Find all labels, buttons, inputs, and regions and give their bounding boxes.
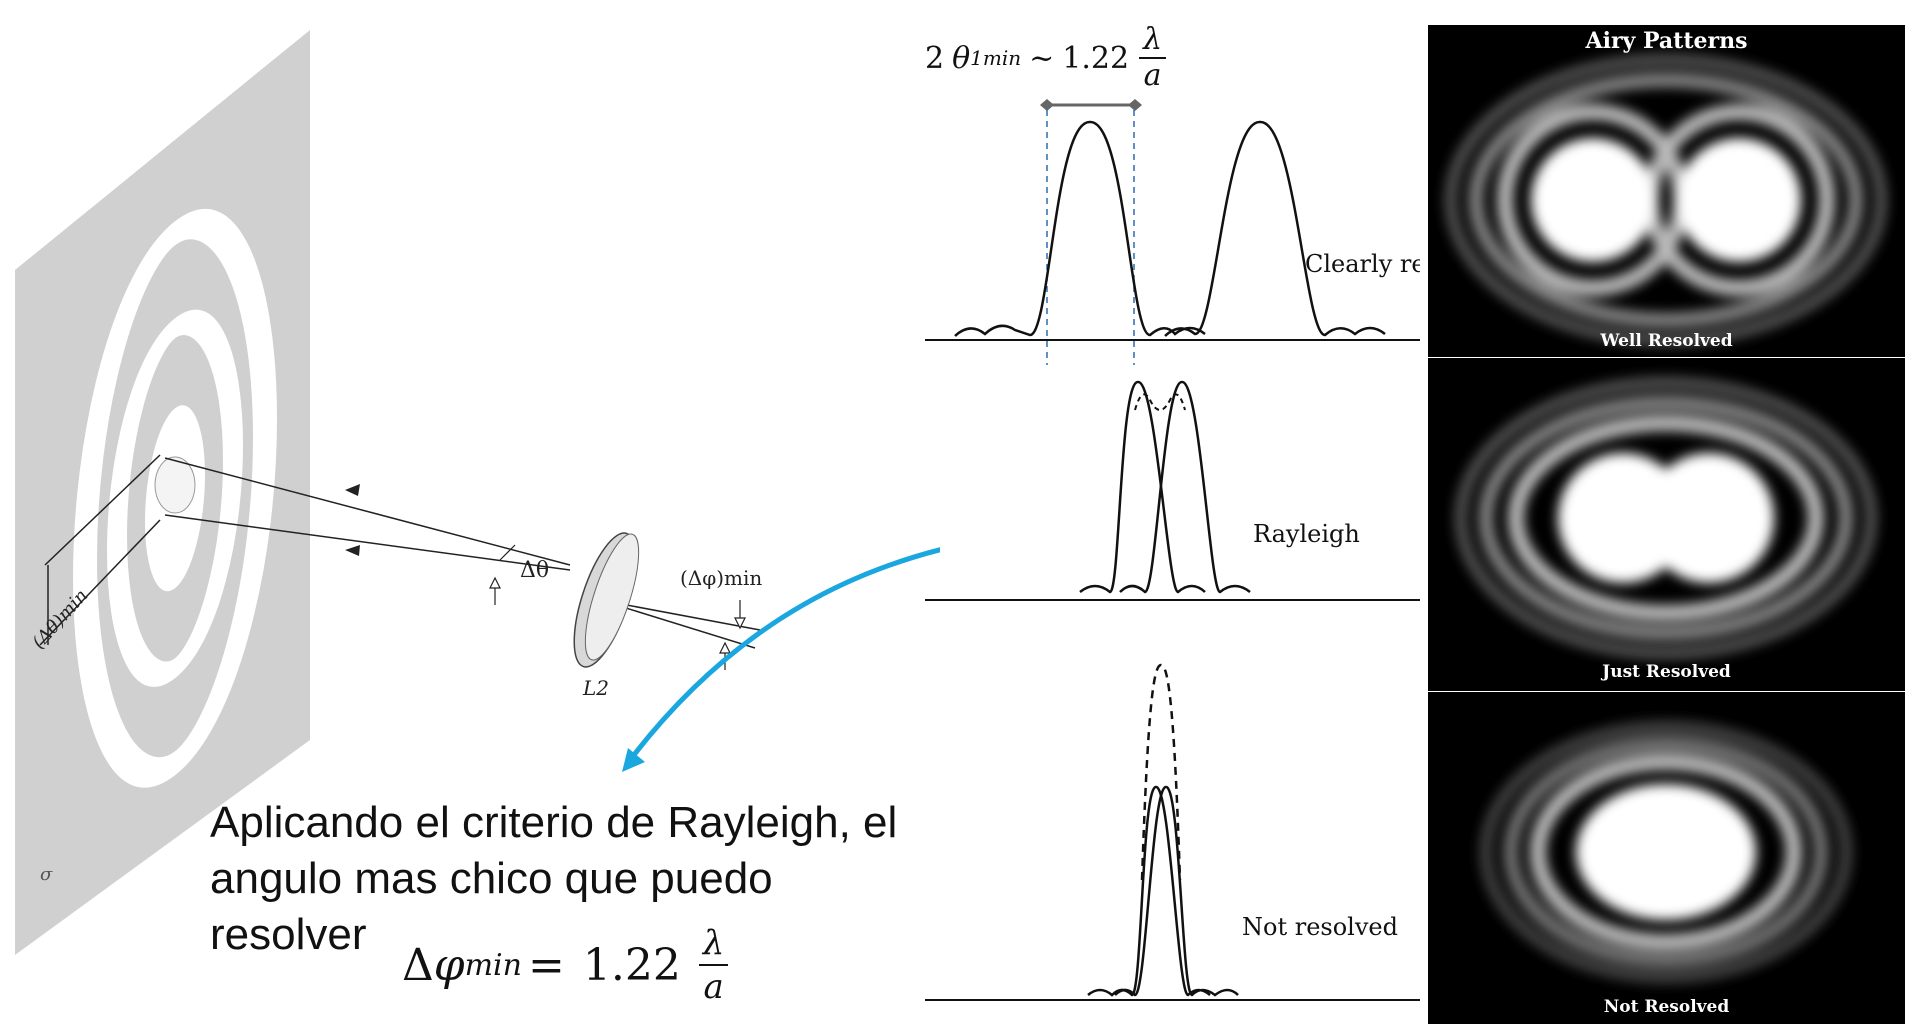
- ray-arrowhead-bottom: [345, 545, 360, 556]
- profile-2-peak-a: [1079, 380, 1206, 594]
- width-indicator: [1040, 99, 1142, 111]
- delta-theta-label: Δθ: [520, 558, 549, 583]
- airy-image-just-resolved: [1455, 377, 1877, 659]
- profile-3-peak-a: [1087, 785, 1211, 997]
- caption-formula-num: λ: [698, 922, 729, 966]
- airy-panel-3: Not Resolved: [1428, 692, 1905, 1024]
- caption-formula-delta: Δ: [402, 939, 434, 991]
- ray-arrowhead-top: [345, 484, 360, 496]
- sigma-label: σ: [40, 864, 53, 885]
- caption-formula-phi: φ: [433, 939, 465, 991]
- delta-theta-min-dimension: [39, 454, 161, 646]
- profile-3-sum: [1140, 663, 1182, 881]
- caption-formula-value: 1.22: [582, 939, 681, 991]
- central-spot: [154, 456, 196, 514]
- top-formula: 2 θ 1min ~ 1.22 λ a: [925, 18, 1167, 98]
- airy-label-well-resolved: Well Resolved: [1600, 331, 1733, 351]
- delta-phi-min-label: (Δφ)min: [680, 566, 762, 590]
- caption-formula-den: a: [703, 967, 724, 1007]
- airy-image-not-resolved: [1480, 721, 1852, 983]
- caption-formula: Δ φ min = 1.22 λ a: [402, 915, 729, 1015]
- top-formula-tilde: ~: [1029, 40, 1055, 76]
- top-formula-num: λ: [1139, 23, 1167, 59]
- profile-label-clearly: Clearly res: [1305, 250, 1420, 278]
- profile-1-peak-b: [1164, 120, 1386, 337]
- lens-label: L2: [582, 676, 609, 700]
- profile-2-sum: [1134, 393, 1186, 411]
- airy-label-not-resolved: Not Resolved: [1603, 997, 1730, 1017]
- top-formula-fraction: λ a: [1139, 23, 1167, 93]
- profile-3-peak-b: [1114, 785, 1239, 997]
- intensity-profiles: Clearly res Rayleigh Not resolved: [925, 99, 1420, 1001]
- airy-image-well-resolved: [1445, 54, 1887, 346]
- curved-arrow: [628, 547, 940, 762]
- profile-label-rayleigh: Rayleigh: [1253, 520, 1360, 548]
- caption-formula-fraction: λ a: [698, 922, 729, 1008]
- caption-formula-sub: min: [464, 947, 522, 983]
- top-formula-theta: θ: [952, 40, 971, 76]
- lens-l2: [573, 532, 640, 668]
- profile-1-peak-a: [954, 120, 1206, 337]
- caption-text: Aplicando el criterio de Rayleigh, el an…: [210, 798, 898, 959]
- caption-formula-eq: =: [527, 939, 565, 991]
- top-formula-coef: 2: [925, 40, 945, 76]
- rayleigh-screen-diagram: (Δθ)min σ Δθ (Δφ)min L2: [15, 30, 940, 955]
- top-formula-sub: 1min: [970, 46, 1022, 70]
- top-formula-value: 1.22: [1062, 40, 1130, 76]
- airy-label-just-resolved: Just Resolved: [1602, 662, 1731, 682]
- profile-2-peak-b: [1119, 380, 1251, 594]
- top-formula-den: a: [1143, 58, 1162, 93]
- curved-arrow-head: [622, 748, 645, 772]
- airy-panel-1: Airy Patterns Well Resolved: [1428, 25, 1905, 357]
- airy-title: Airy Patterns: [1585, 28, 1748, 54]
- profile-label-not-resolved: Not resolved: [1242, 913, 1398, 941]
- airy-panel-2: Just Resolved: [1428, 358, 1905, 691]
